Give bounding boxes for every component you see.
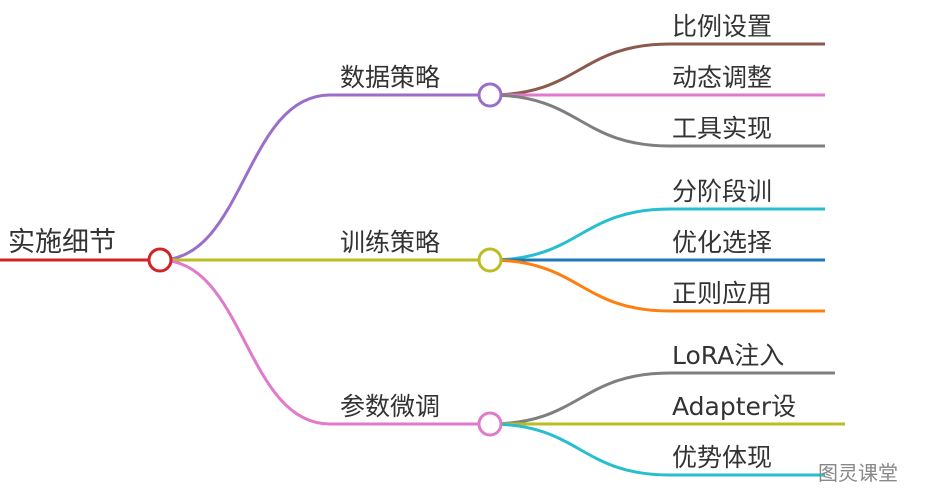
branch-label: 训练策略: [340, 228, 440, 257]
leaf-label: 优势体现: [672, 443, 772, 472]
leaf-label: 动态调整: [672, 63, 772, 92]
leaf-label: 优化选择: [672, 228, 772, 257]
leaf-label: 比例设置: [672, 12, 772, 41]
leaf-connector: [489, 93, 825, 148]
branch-node-circle[interactable]: [477, 411, 503, 437]
root-label: 实施细节: [8, 227, 116, 258]
leaf-connector: [489, 258, 825, 313]
leaf-connector: [489, 42, 825, 97]
leaf-label: 工具实现: [672, 114, 772, 143]
branch-node-circle[interactable]: [477, 82, 503, 108]
leaf-label: 分阶段训: [672, 177, 772, 206]
leaf-connector: [489, 371, 835, 426]
branch-label: 数据策略: [340, 63, 440, 92]
branch-connector-parameter-finetune: [159, 258, 490, 426]
leaf-label: LoRA注入: [672, 341, 784, 370]
branch-label: 参数微调: [340, 392, 440, 421]
leaf-label: Adapter设: [672, 392, 796, 421]
leaf-connector: [489, 422, 825, 477]
watermark: 图灵课堂: [818, 461, 898, 485]
branch-node-circle[interactable]: [477, 247, 503, 273]
branch-connector-data-strategy: [159, 93, 490, 262]
leaf-connector: [489, 207, 825, 262]
leaf-label: 正则应用: [672, 279, 772, 308]
root-node-circle[interactable]: [147, 247, 173, 273]
